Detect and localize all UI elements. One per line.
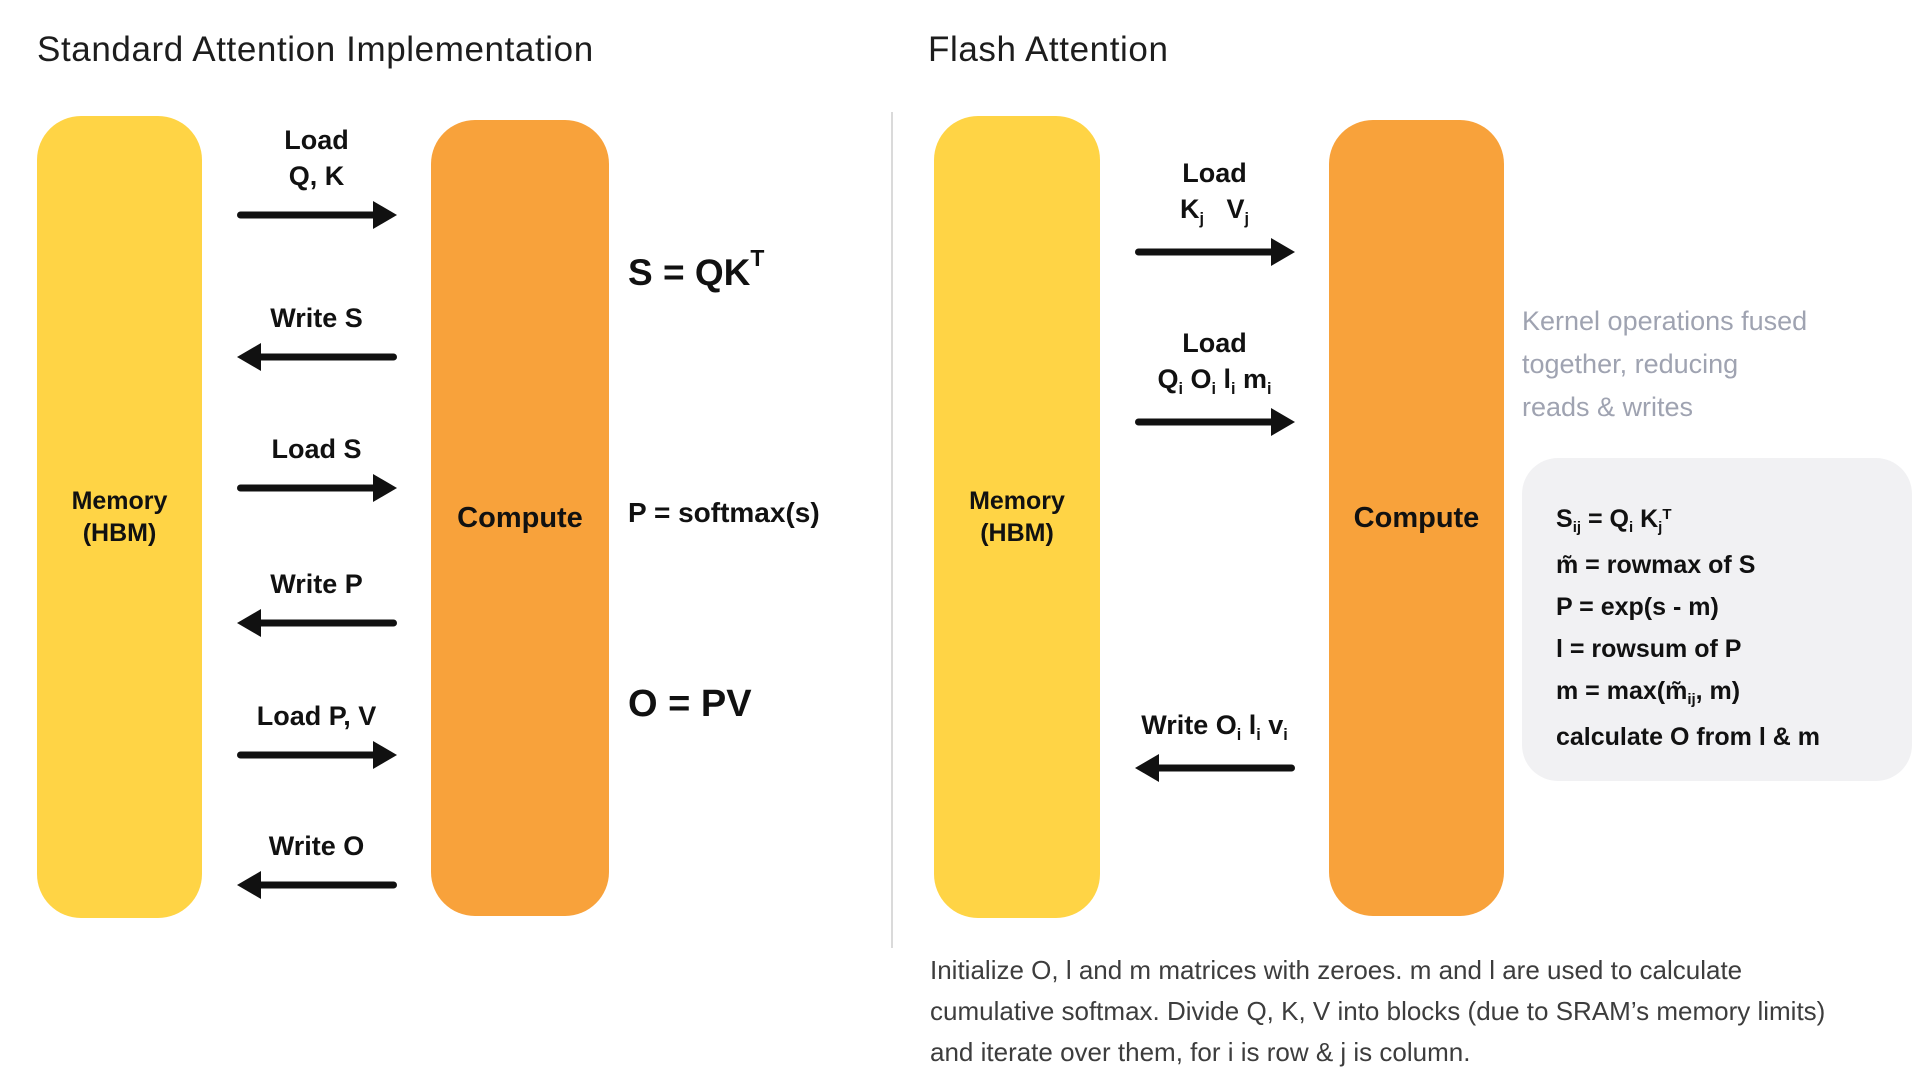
arrow-label: Write Oi li vi [1141,710,1288,744]
kernel-note-line: reads & writes [1522,392,1694,422]
left-memory-label: Memory (HBM) [72,485,168,550]
arrow-label: Write S [270,303,363,333]
arrow-label: Load P, V [256,701,377,731]
panel-formula-line: m = max(m̃ij, m) [1556,677,1741,709]
memory-label-line1: Memory [969,486,1065,515]
memory-label-line2: (HBM) [82,519,157,547]
arrow-label: Load [284,125,349,155]
left-memory-box: Memory (HBM) [37,116,202,918]
arrow-left-icon [236,608,397,638]
arrow-left-icon [236,870,397,900]
right-memory-label: Memory (HBM) [969,485,1065,550]
right-compute-box: Compute [1329,120,1504,916]
arrow-right-icon [236,473,397,503]
footnote-line: and iterate over them, for i is row & j … [930,1037,1471,1067]
kernel-fusion-note: Kernel operations fused together, reduci… [1522,300,1807,429]
arrow-left-icon [236,342,397,372]
footnote-line: Initialize O, l and m matrices with zero… [930,955,1743,985]
left-arrow-group-load-s: Load S [202,431,431,503]
arrow-right-icon [236,200,397,230]
panel-formula-line: calculate O from l & m [1556,723,1820,751]
arrow-label: Qi Oi li mi [1157,364,1272,398]
right-memory-box: Memory (HBM) [934,116,1100,918]
left-panel-title: Standard Attention Implementation [37,30,594,69]
right-arrow-group-load-qolm: Load Qi Oi li mi [1090,325,1339,437]
memory-label-line2: (HBM) [980,519,1054,547]
fused-kernel-panel: Sij = Qi KjT m̃ = rowmax of S P = exp(s … [1522,458,1912,781]
left-arrow-group-load-pv: Load P, V [202,698,431,770]
panel-formula-line: m̃ = rowmax of S [1556,551,1756,579]
footnote-line: cumulative softmax. Divide Q, K, V into … [930,996,1826,1026]
right-panel-title: Flash Attention [928,30,1169,69]
arrow-right-icon [1134,407,1295,437]
formula-o-pv: O = PV [628,683,752,725]
arrow-label: Load S [271,434,362,464]
initialization-footnote: Initialize O, l and m matrices with zero… [930,950,1825,1073]
left-arrow-group-load-qk: Load Q, K [202,122,431,230]
kernel-note-line: together, reducing [1522,349,1739,379]
left-arrow-group-write-s: Write S [202,300,431,372]
arrow-label: Write O [268,831,365,861]
left-arrow-group-write-o: Write O [202,828,431,900]
right-arrow-group-write-olv: Write Oi li vi [1090,707,1339,783]
panel-divider [891,112,893,948]
arrow-label: Write P [270,569,363,599]
arrow-left-icon [1134,753,1295,783]
right-compute-label: Compute [1353,501,1480,534]
panel-formula-line: Sij = Qi KjT [1556,505,1672,537]
left-compute-box: Compute [431,120,609,916]
left-arrow-group-write-p: Write P [202,566,431,638]
right-arrow-group-load-kv: Load Kj Vj [1090,155,1339,267]
panel-formula-line: l = rowsum of P [1556,635,1742,663]
arrow-label: Load [1182,158,1247,188]
formula-s-qkt: S = QKT [628,244,765,293]
arrow-label: Q, K [288,161,345,191]
arrow-right-icon [236,740,397,770]
kernel-note-line: Kernel operations fused [1522,306,1808,336]
arrow-label: Kj Vj [1179,194,1249,228]
arrow-right-icon [1134,237,1295,267]
memory-label-line1: Memory [71,486,168,515]
formula-p-softmax: P = softmax(s) [628,497,820,528]
left-compute-label: Compute [457,501,583,534]
arrow-label: Load [1182,328,1247,358]
panel-formula-line: P = exp(s - m) [1556,593,1719,621]
